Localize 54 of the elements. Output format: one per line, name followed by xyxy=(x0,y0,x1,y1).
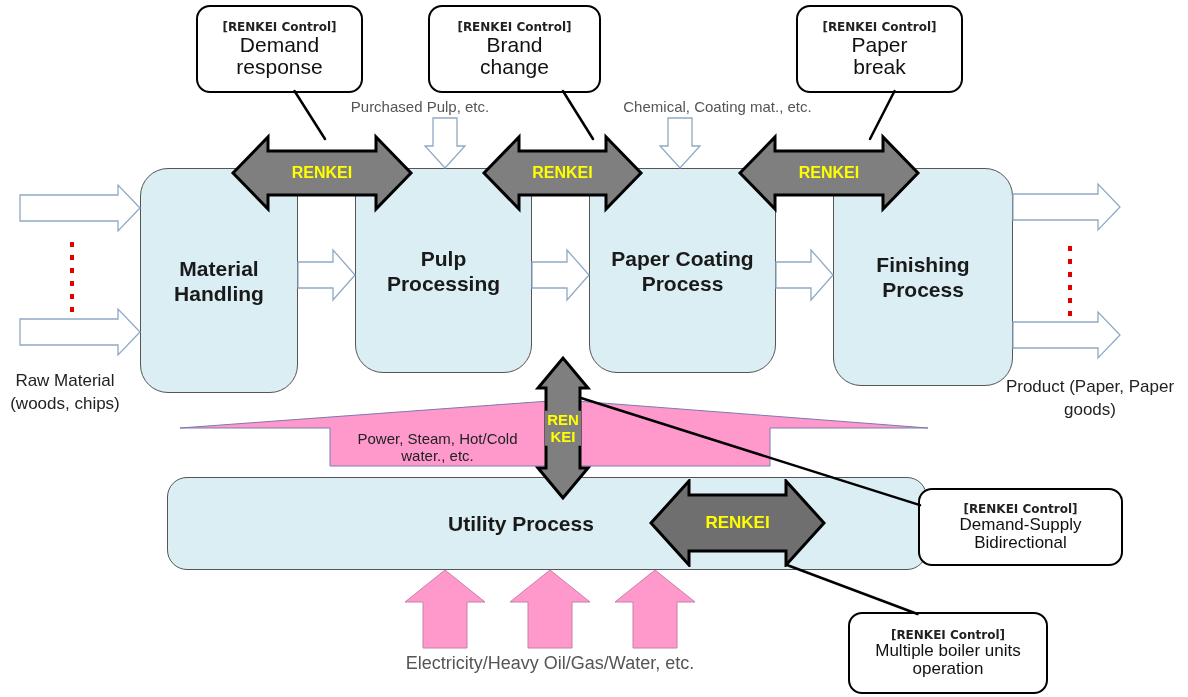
callout-tail xyxy=(561,89,595,141)
flow-label: Raw Material (woods, chips) xyxy=(9,370,121,415)
flow-label: Product (Paper, Paper goods) xyxy=(1004,376,1176,421)
callout-heading: [RENKEI Control] xyxy=(457,19,572,35)
block-arrow xyxy=(531,248,590,302)
callout-text: Multiple boiler units operation xyxy=(874,642,1022,679)
callout-bubble xyxy=(796,5,963,93)
process-title: Pulp Processing xyxy=(385,245,502,296)
renkei-double-arrow xyxy=(649,479,826,567)
edge-label: RENKEI xyxy=(291,163,353,183)
process-title: Material Handling xyxy=(173,255,265,306)
edge-label: RENKEI xyxy=(545,410,581,446)
block-arrow xyxy=(614,569,696,649)
callout-text: Paper break xyxy=(850,34,909,79)
block-arrow xyxy=(19,183,141,233)
callout-tail xyxy=(868,89,896,141)
callout-tail xyxy=(293,89,327,141)
process-box xyxy=(355,168,532,373)
input-label: Purchased Pulp, etc. xyxy=(340,96,500,116)
callout-bubble xyxy=(428,5,601,93)
callout-heading: [RENKEI Control] xyxy=(963,501,1078,517)
renkei-text: RENKEI xyxy=(704,512,771,535)
double-arrow xyxy=(737,133,921,213)
block-arrow xyxy=(509,569,591,649)
edge-label: RENKEI xyxy=(798,163,860,183)
edge-label: RENKEI xyxy=(532,163,593,183)
block-arrow xyxy=(1012,182,1121,232)
callout-text: Demand response xyxy=(235,34,324,79)
input-label: Chemical, Coating mat., etc. xyxy=(605,96,830,116)
double-arrow xyxy=(230,133,414,213)
block-arrow xyxy=(658,117,702,169)
block-arrow xyxy=(404,569,486,649)
process-title: Finishing Process xyxy=(875,251,971,303)
block-arrow xyxy=(1012,310,1121,360)
double-arrow xyxy=(481,133,644,213)
block-arrow xyxy=(775,248,834,302)
callout-bubble xyxy=(848,612,1048,694)
block-arrow xyxy=(19,307,141,357)
callout-bubble xyxy=(918,488,1123,566)
block-arrow xyxy=(423,117,467,169)
supply-band xyxy=(180,398,928,468)
callout-heading: [RENKEI Control] xyxy=(822,19,937,35)
process-title: Paper Coating Process xyxy=(610,245,755,296)
callout-text: Demand-Supply Bidirectional xyxy=(958,516,1083,553)
callout-heading: [RENKEI Control] xyxy=(890,627,1006,643)
callout-tail xyxy=(785,563,919,616)
process-box xyxy=(167,477,927,570)
input-label: Electricity/Heavy Oil/Gas/Water, etc. xyxy=(340,650,760,676)
band-text: Power, Steam, Hot/Cold water., etc. xyxy=(356,431,519,464)
process-title: Utility Process xyxy=(448,510,594,537)
callout-heading: [RENKEI Control] xyxy=(222,19,337,35)
callout-bubble xyxy=(196,5,363,93)
block-arrow xyxy=(297,248,356,302)
callout-text: Brand change xyxy=(479,34,550,79)
